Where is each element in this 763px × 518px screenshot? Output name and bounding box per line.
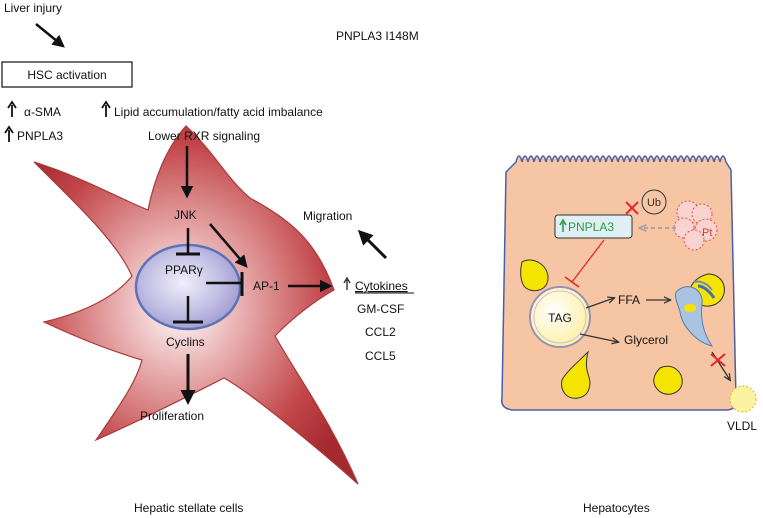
cytokines-to-migration-arrow [357, 229, 388, 260]
hsc-caption: Hepatic stellate cells [134, 501, 243, 515]
liver-injury-label: Liver injury [4, 1, 62, 15]
proliferation-label: Proliferation [140, 409, 204, 423]
vldl-particle [729, 385, 757, 413]
cyclins-label: Cyclins [166, 335, 205, 349]
alpha-sma-label: α-SMA [24, 105, 61, 119]
cytokine-item: GM-CSF [357, 302, 404, 316]
rxr-label: Lower RXR signaling [148, 129, 260, 143]
lipid-label: Lipid accumulation/fatty acid imbalance [114, 105, 323, 119]
up-arrow-icon [343, 276, 351, 290]
pt-label: Pt [702, 227, 712, 239]
up-arrow-icon [101, 100, 111, 117]
jnk-to-ap1-arrow [209, 223, 248, 268]
pnpla3-inhibits-tag [564, 239, 605, 288]
hsc-activation-box [1, 61, 133, 88]
blocked-x-icon [710, 353, 726, 367]
lipid-droplet [653, 365, 683, 395]
blocked-x-icon [625, 201, 639, 215]
hsc-activation-label: HSC activation [27, 68, 106, 82]
ppar-inhibits-cyclins [173, 296, 203, 324]
lipid-droplet [561, 350, 591, 399]
lipid-droplet [520, 259, 549, 292]
jnk-label: JNK [174, 208, 197, 222]
ppar-inhibits-ap1 [206, 272, 244, 296]
tag-label: TAG [548, 311, 572, 325]
up-arrow-icon [559, 218, 567, 232]
glycerol-label: Glycerol [624, 333, 668, 347]
tag-inner-ring [533, 290, 587, 344]
ub-label: Ub [647, 197, 661, 209]
ppar-label: PPARγ [165, 263, 203, 277]
pnpla3-box [554, 214, 633, 239]
tag-droplet [529, 286, 591, 348]
pt-complex [673, 200, 718, 251]
liver-injury-arrow [35, 23, 65, 48]
ub-circle [641, 189, 667, 215]
migration-label: Migration [303, 209, 352, 223]
pnpla3-hep-label: PNPLA3 [568, 220, 614, 234]
pnpla3-hsc-label: PNPLA3 [17, 129, 63, 143]
ffa-label: FFA [618, 293, 640, 307]
jnk-inhibits-ppar [176, 228, 200, 256]
vldl-label: VLDL [727, 419, 757, 433]
cytokines-label: Cytokines [355, 279, 408, 293]
up-arrow-icon [4, 125, 14, 142]
up-arrow-icon [7, 100, 17, 117]
hepatocyte-caption: Hepatocytes [583, 501, 650, 515]
tag-to-ffa-arrow [585, 298, 614, 309]
er-organelle [675, 280, 716, 347]
cytokine-item: CCL5 [365, 349, 396, 363]
ap1-label: AP-1 [253, 279, 280, 293]
diagram-title: PNPLA3 I148M [336, 29, 419, 43]
cytokine-item: CCL2 [365, 325, 396, 339]
tag-to-glycerol-arrow [579, 333, 618, 342]
